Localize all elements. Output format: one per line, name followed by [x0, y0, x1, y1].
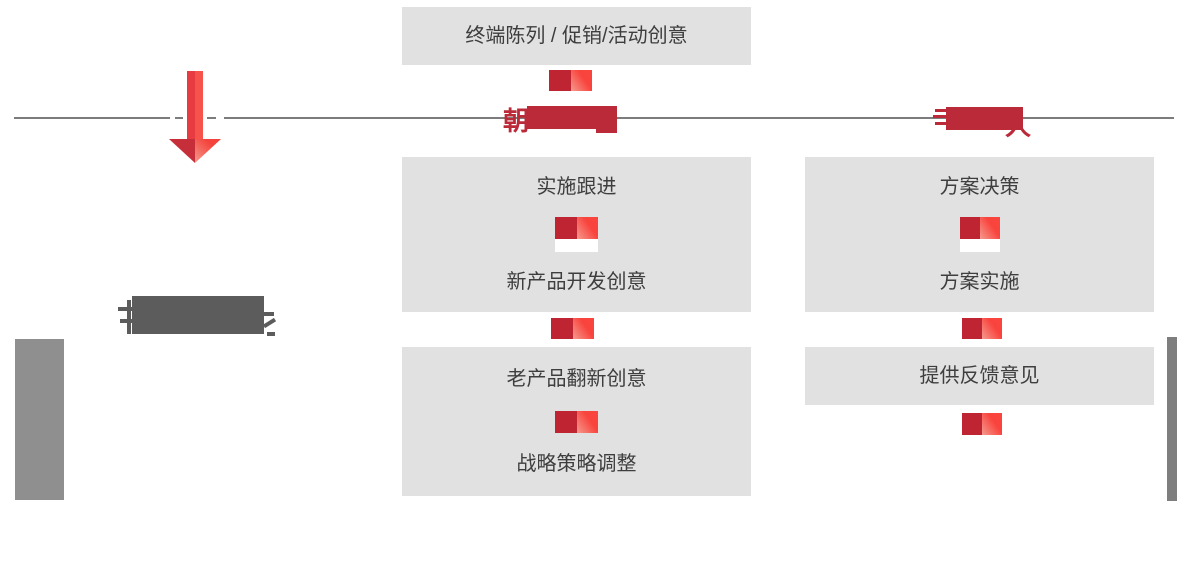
right-box1-label-2: 方案实施 — [939, 271, 1020, 293]
flag-white-part — [555, 239, 598, 252]
right-box1-label-1: 方案决策 — [939, 176, 1020, 198]
top-flow-box-label: 终端陈列 / 促销/活动创意 — [465, 25, 688, 47]
right-header-redaction-block — [946, 107, 1023, 130]
right-header-visible-text: 人 — [1005, 111, 1032, 141]
top-flow-box: 终端陈列 / 促销/活动创意 — [402, 7, 751, 65]
divider-dash-1 — [175, 117, 183, 119]
marker-light-half — [570, 70, 592, 91]
flag-red-part — [959, 217, 1000, 239]
left-title-stroke-fragment — [264, 312, 274, 316]
middle-box1-label-2: 新产品开发创意 — [506, 271, 647, 293]
marker-dark-half — [549, 70, 571, 91]
marker-dark-half — [962, 413, 982, 435]
marker-light-half — [982, 413, 1002, 435]
red-marker-icon — [962, 318, 1002, 339]
right-header-stroke-fragment-2 — [933, 115, 946, 118]
marker-dark-half — [551, 318, 573, 339]
red-white-flag-marker-icon — [959, 217, 1000, 252]
marker-dark-half — [555, 217, 577, 239]
big-red-down-arrow-icon — [169, 71, 221, 163]
red-marker-icon — [555, 410, 598, 433]
middle-box-1: 实施跟进 新产品开发创意 — [402, 157, 751, 312]
center-header-visible-text: 朝 — [503, 106, 530, 136]
left-title-obscured — [118, 294, 278, 342]
flag-red-part — [555, 217, 598, 239]
left-title-stroke-fragment — [267, 332, 275, 336]
center-section-header: 朝 — [503, 101, 618, 138]
middle-box2-label-2: 战略策略调整 — [516, 453, 637, 476]
right-box-1: 方案决策 方案实施 — [805, 157, 1154, 312]
right-header-stroke-fragment-3 — [935, 122, 946, 125]
right-box-2: 提供反馈意见 — [805, 347, 1154, 405]
red-marker-icon — [551, 318, 594, 339]
right-side-bar — [1167, 337, 1177, 501]
left-title-stroke-fragment — [120, 319, 132, 323]
red-marker-icon — [549, 70, 592, 91]
middle-box-2: 老产品翻新创意 战略策略调整 — [402, 347, 751, 496]
divider-dash-2 — [207, 117, 216, 119]
left-title-stroke-fragment — [127, 300, 131, 334]
red-marker-icon — [962, 413, 1002, 435]
middle-box1-label-1: 实施跟进 — [536, 176, 617, 198]
center-header-redaction-tail — [596, 127, 617, 133]
marker-light-half — [572, 318, 594, 339]
middle-box2-label-1: 老产品翻新创意 — [506, 367, 647, 390]
marker-dark-half — [959, 217, 980, 239]
right-box2-label: 提供反馈意见 — [919, 365, 1040, 387]
marker-light-half — [979, 217, 1000, 239]
marker-light-half — [576, 410, 598, 433]
left-side-bar — [15, 339, 64, 500]
divider-line-right — [224, 117, 1174, 119]
right-header-stroke-fragment-1 — [935, 109, 946, 112]
left-title-stroke-fragment — [262, 317, 277, 329]
marker-dark-half — [962, 318, 982, 339]
marker-light-half — [982, 318, 1002, 339]
right-section-header: 人 — [933, 103, 1031, 143]
divider-line-left — [14, 117, 170, 119]
marker-light-half — [576, 217, 598, 239]
flag-white-part — [959, 239, 1000, 252]
left-title-stroke-fragment — [118, 307, 132, 311]
center-header-redaction-block — [527, 106, 618, 129]
marker-dark-half — [555, 410, 577, 433]
red-white-flag-marker-icon — [555, 217, 598, 252]
left-title-redaction-block — [132, 296, 264, 334]
